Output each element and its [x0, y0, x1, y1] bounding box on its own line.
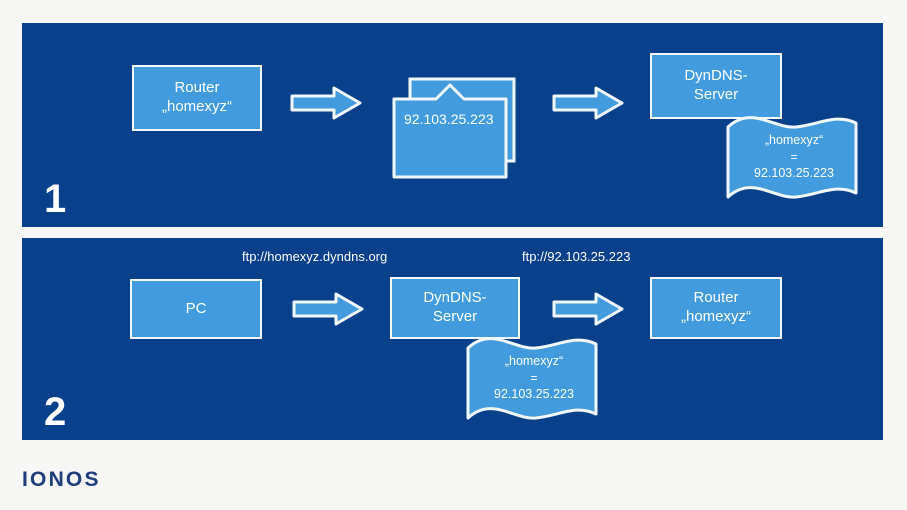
mapping-flag-text-step2: „homexyz“ = 92.103.25.223: [472, 353, 596, 403]
node-document-stack-step1: [386, 55, 532, 183]
document-ip-label: 92.103.25.223: [404, 111, 494, 127]
node-dyndns-server-step1: DynDNS- Server: [650, 53, 782, 119]
node-dyndns-server-step2: DynDNS- Server: [390, 277, 520, 339]
flag-line1: „homexyz“: [764, 133, 824, 147]
node-router-homexyz-step2: Router „homexyz“: [650, 277, 782, 339]
node-router-label-line1-step2: Router: [693, 289, 739, 307]
node-dyndns-label-line1: DynDNS-: [684, 67, 748, 85]
arrow-pc-to-dyndns: [292, 291, 364, 327]
caption-ftp-hostname: ftp://homexyz.dyndns.org: [242, 249, 388, 264]
flag-line3-step2: 92.103.25.223: [494, 387, 574, 402]
node-dyndns-label-line1-step2: DynDNS-: [423, 289, 487, 307]
mapping-flag-text-step1: „homexyz“ = 92.103.25.223: [732, 132, 856, 182]
caption-ftp-ip: ftp://92.103.25.223: [522, 249, 631, 264]
flag-line2-step2: =: [530, 370, 538, 385]
node-router-label-line2: „homexyz“: [161, 98, 232, 115]
node-dyndns-label-line2: Server: [693, 86, 739, 103]
flag-line1-step2: „homexyz“: [504, 354, 564, 368]
step-number-2: 2: [44, 390, 67, 434]
panel-step-2: 2 ftp://homexyz.dyndns.org ftp://92.103.…: [22, 238, 883, 440]
ionos-logo: IONOS: [22, 468, 101, 491]
flag-line3: 92.103.25.223: [754, 166, 834, 181]
node-dyndns-label-line2-step2: Server: [432, 308, 478, 325]
arrow-router-to-document: [290, 85, 362, 121]
arrow-dyndns-to-router: [552, 291, 624, 327]
node-router-label-line2-step2: „homexyz“: [680, 308, 751, 325]
mapping-flag-step2: [462, 328, 602, 436]
arrow-document-to-dyndns: [552, 85, 624, 121]
node-router-homexyz-step1: Router „homexyz“: [132, 65, 262, 131]
panel-step-1: 1 Router „homexyz“ 92.103.25.223: [22, 23, 883, 227]
mapping-flag-step1: [722, 107, 862, 215]
node-pc-step2: PC: [130, 279, 262, 339]
step-number-1: 1: [44, 177, 67, 221]
flag-line2: =: [790, 149, 798, 164]
node-router-label-line1: Router: [174, 79, 220, 97]
node-pc-label: PC: [185, 299, 207, 317]
